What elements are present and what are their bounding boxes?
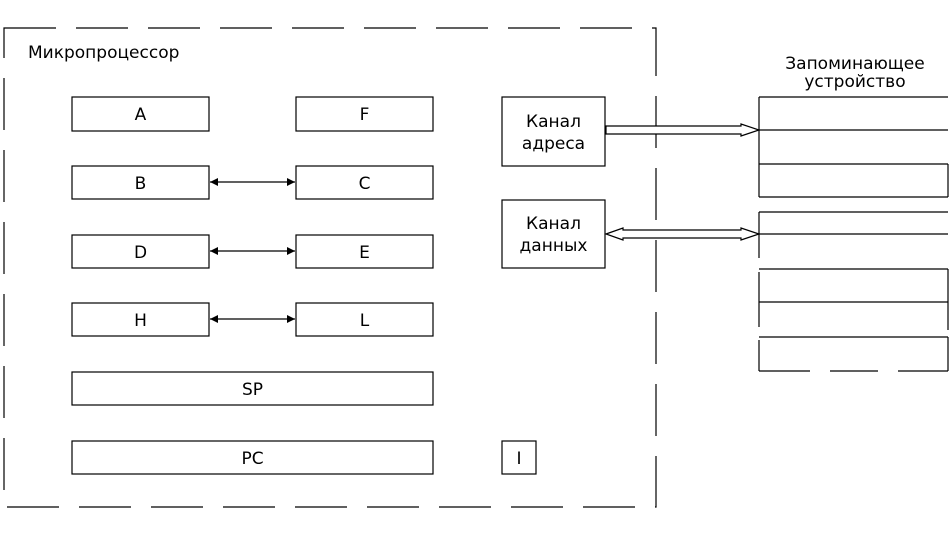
register-b: B [71, 165, 210, 200]
address-bus-arrow [605, 123, 761, 137]
register-d-label: D [134, 243, 147, 263]
register-f: F [295, 96, 434, 132]
register-f-label: F [360, 105, 370, 125]
register-b-label: B [135, 174, 147, 194]
data-bus-arrow [604, 227, 761, 241]
register-d: D [71, 234, 210, 269]
register-c: C [295, 165, 434, 200]
memory-title-line1: Запоминающее [785, 54, 924, 74]
address-channel-label-line2: адреса [522, 134, 585, 154]
memory-title-line2: устройство [804, 72, 905, 92]
register-pc-label: PC [241, 449, 263, 469]
register-e-label: E [359, 243, 370, 263]
data-channel-label-line2: данных [520, 236, 588, 256]
register-pc: PC [71, 440, 434, 475]
register-sp: SP [71, 371, 434, 406]
register-l: L [295, 302, 434, 337]
register-l-label: L [360, 311, 370, 331]
memory-device [758, 96, 949, 372]
address-channel-label-line1: Канал [526, 112, 581, 132]
microprocessor-title: Микропроцессор [28, 43, 179, 63]
register-e: E [295, 234, 434, 269]
register-h: H [71, 302, 210, 337]
register-sp-label: SP [242, 380, 263, 400]
data-channel-label-line1: Канал [526, 214, 581, 234]
register-h-label: H [134, 311, 147, 331]
register-i: I [501, 440, 537, 475]
microprocessor-boundary [3, 27, 657, 508]
register-c-label: C [359, 174, 371, 194]
data-channel-box: Канал данных [501, 199, 606, 269]
address-channel-box: Канал адреса [501, 96, 606, 167]
register-a-label: A [135, 105, 147, 125]
register-i-label: I [516, 449, 521, 469]
register-a: A [71, 96, 210, 132]
